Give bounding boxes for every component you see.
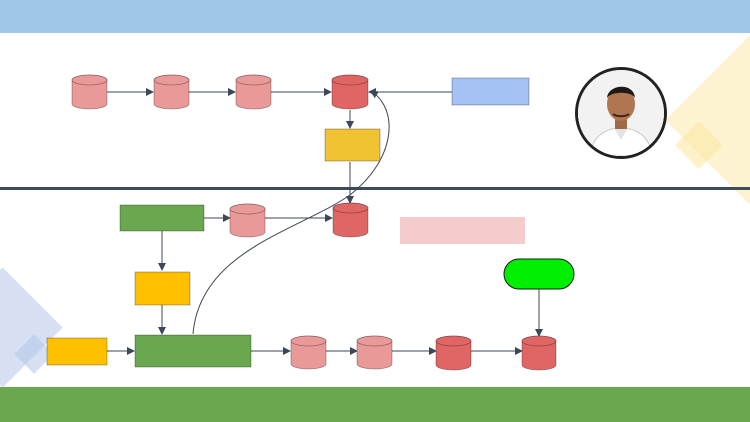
orange-box-left <box>46 337 108 366</box>
mid-cylinder-2 <box>332 202 369 238</box>
connectors <box>107 88 543 355</box>
top-cylinder-3 <box>235 74 272 110</box>
top-cylinder-2 <box>153 74 190 110</box>
diagram-nodes <box>46 74 575 371</box>
section-divider-line <box>0 187 750 190</box>
top-cylinder-1 <box>71 74 108 110</box>
mid-cylinder-1 <box>229 203 266 238</box>
bottom-color-band <box>0 387 750 422</box>
pink-box <box>400 217 525 244</box>
presenter-avatar <box>575 67 667 159</box>
curved-connector-green-large-to-top-4 <box>192 90 390 335</box>
bottom-cylinder-1 <box>290 335 327 370</box>
yellow-box-top <box>324 128 381 162</box>
top-color-band <box>0 0 750 33</box>
orange-box-middle <box>134 271 191 306</box>
person-photo-icon <box>578 70 664 156</box>
bottom-cylinder-2 <box>356 335 393 370</box>
green-box-middle <box>119 204 205 232</box>
bottom-cylinder-3 <box>435 335 472 371</box>
bottom-cylinder-4 <box>521 335 557 371</box>
blue-box <box>451 77 530 106</box>
top-cylinder-4 <box>331 74 369 110</box>
green-terminal <box>503 258 575 290</box>
green-box-large <box>134 334 252 368</box>
